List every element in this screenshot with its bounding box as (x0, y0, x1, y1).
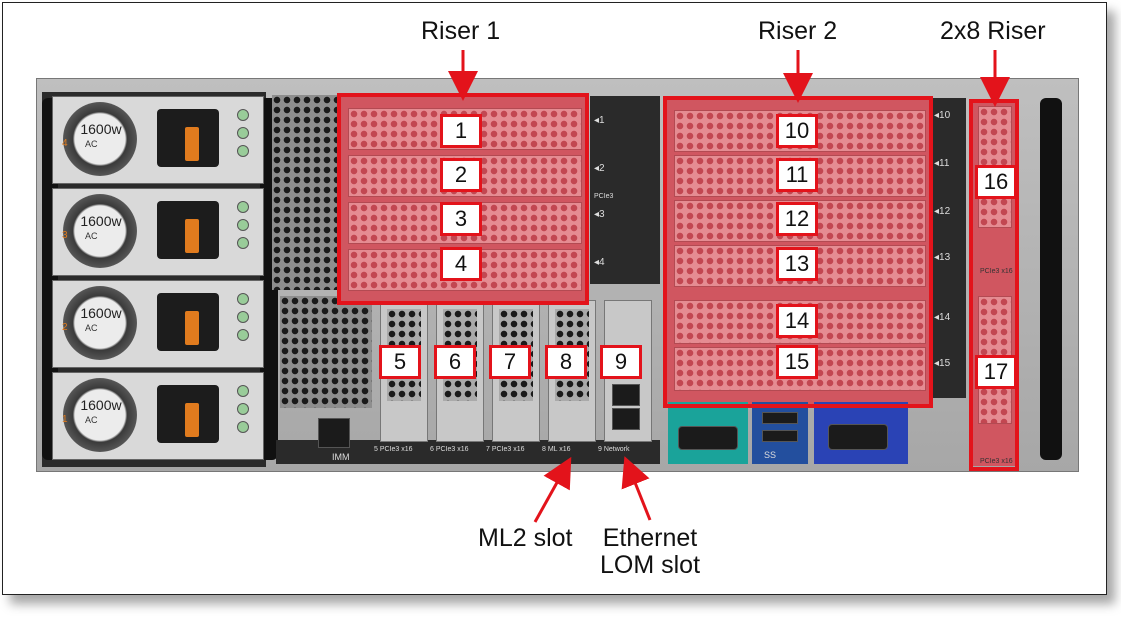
riser2-marker-14: ◂14 (934, 312, 951, 323)
pcie-x16-label: PCIe3 x16 (980, 268, 1013, 275)
slot-number-9: 9 (600, 345, 642, 379)
slot-number-7: 7 (489, 345, 531, 379)
ml2-slot-label: ML2 slot (478, 524, 573, 552)
slot-number-10: 10 (776, 114, 818, 148)
imm-label: IMM (332, 452, 350, 462)
pcie-x16-label-2: PCIe3 x16 (980, 458, 1013, 465)
slot-number-5: 5 (379, 345, 421, 379)
vga-connector (828, 424, 888, 450)
release-latch (185, 311, 199, 345)
power-supply-3: 1600w AC (52, 188, 264, 276)
status-led (237, 329, 249, 341)
slot-number-11: 11 (776, 158, 818, 192)
psu-ac: AC (85, 139, 98, 149)
psu-ac: AC (85, 323, 98, 333)
riser1-marker-4: ◂4 (594, 257, 605, 268)
fan-icon (63, 378, 137, 452)
power-supply-4: 1600w AC (52, 96, 264, 184)
status-led (237, 403, 249, 415)
vent-grille (272, 95, 338, 290)
serial-port (668, 402, 748, 464)
status-led (237, 293, 249, 305)
psu-ac: AC (85, 231, 98, 241)
riser2-marker-15: ◂15 (934, 358, 951, 369)
power-supply-1: 1600w AC (52, 372, 264, 460)
slot-number-6: 6 (434, 345, 476, 379)
fan-icon (63, 286, 137, 360)
status-led (237, 127, 249, 139)
riser2-marker-11: ◂11 (934, 158, 950, 169)
riser-divider (590, 96, 660, 284)
riser2-marker-12: ◂12 (934, 206, 951, 217)
release-latch (185, 403, 199, 437)
riser2-marker-13: ◂13 (934, 252, 951, 263)
psu-wattage: 1600w (80, 213, 122, 229)
riser1-marker-2: ◂2 (594, 163, 605, 174)
riser2-label: Riser 2 (758, 17, 838, 45)
slot-number-17: 17 (975, 355, 1017, 389)
riser2-card-15 (674, 347, 926, 391)
ethernet-port (612, 408, 640, 430)
release-latch (185, 127, 199, 161)
riser2-side (932, 98, 966, 398)
riser2x8-highlight (969, 99, 1019, 471)
usb-ports: SS (752, 402, 808, 464)
status-led (237, 311, 249, 323)
slot-number-14: 14 (776, 304, 818, 338)
riser1-marker-3: ◂3 (594, 209, 605, 220)
slot5-label: 5 PCIe3 x16 (374, 446, 413, 453)
ethernet-lom-label: Ethernet LOM slot (600, 525, 700, 579)
slot6-label: 6 PCIe3 x16 (430, 446, 469, 453)
status-led (237, 237, 249, 249)
psu-wattage: 1600w (80, 121, 122, 137)
status-led (237, 421, 249, 433)
psu-wattage: 1600w (80, 305, 122, 321)
slot-number-3: 3 (440, 202, 482, 236)
fan-icon (63, 102, 137, 176)
slot-number-1: 1 (440, 114, 482, 148)
psu-bay-number: 2 (62, 322, 68, 333)
db9-connector (678, 426, 738, 450)
riser1-label: Riser 1 (421, 17, 501, 45)
power-supply-2: 1600w AC (52, 280, 264, 368)
riser2x8-label: 2x8 Riser (940, 17, 1046, 45)
right-handle (1040, 98, 1062, 460)
slot-number-2: 2 (440, 158, 482, 192)
fan-icon (63, 194, 137, 268)
ethernet-lom-line2: LOM slot (600, 551, 701, 579)
riser1-marker-1: ◂1 (594, 115, 605, 126)
slot-number-12: 12 (776, 202, 818, 236)
slot-number-16: 16 (975, 165, 1017, 199)
slot7-label: 7 PCIe3 x16 (486, 446, 525, 453)
slot8-label: 8 ML x16 (542, 446, 571, 453)
release-latch (185, 219, 199, 253)
usb-port (762, 412, 798, 424)
vent-grille (280, 296, 372, 408)
psu-bay-number: 3 (62, 230, 68, 241)
psu-bay-number: 1 (62, 414, 68, 425)
status-led (237, 109, 249, 121)
usb-port (762, 430, 798, 442)
ethernet-lom-line1: Ethernet (602, 524, 698, 552)
psu-ac: AC (85, 415, 98, 425)
riser2-marker-10: ◂10 (934, 110, 951, 121)
imm-network-port (318, 418, 350, 448)
vga-port (814, 402, 908, 464)
slot-number-8: 8 (545, 345, 587, 379)
status-led (237, 145, 249, 157)
slot-number-15: 15 (776, 345, 818, 379)
status-led (237, 201, 249, 213)
status-led (237, 385, 249, 397)
usb-label: SS (764, 450, 777, 460)
slot-number-13: 13 (776, 247, 818, 281)
pcie3-label: PCIe3 (594, 193, 614, 200)
psu-wattage: 1600w (80, 397, 122, 413)
ethernet-port (612, 384, 640, 406)
status-led (237, 219, 249, 231)
slot9-label: 9 Network (598, 446, 630, 453)
psu-bay-number: 4 (62, 138, 68, 149)
slot-number-4: 4 (440, 247, 482, 281)
